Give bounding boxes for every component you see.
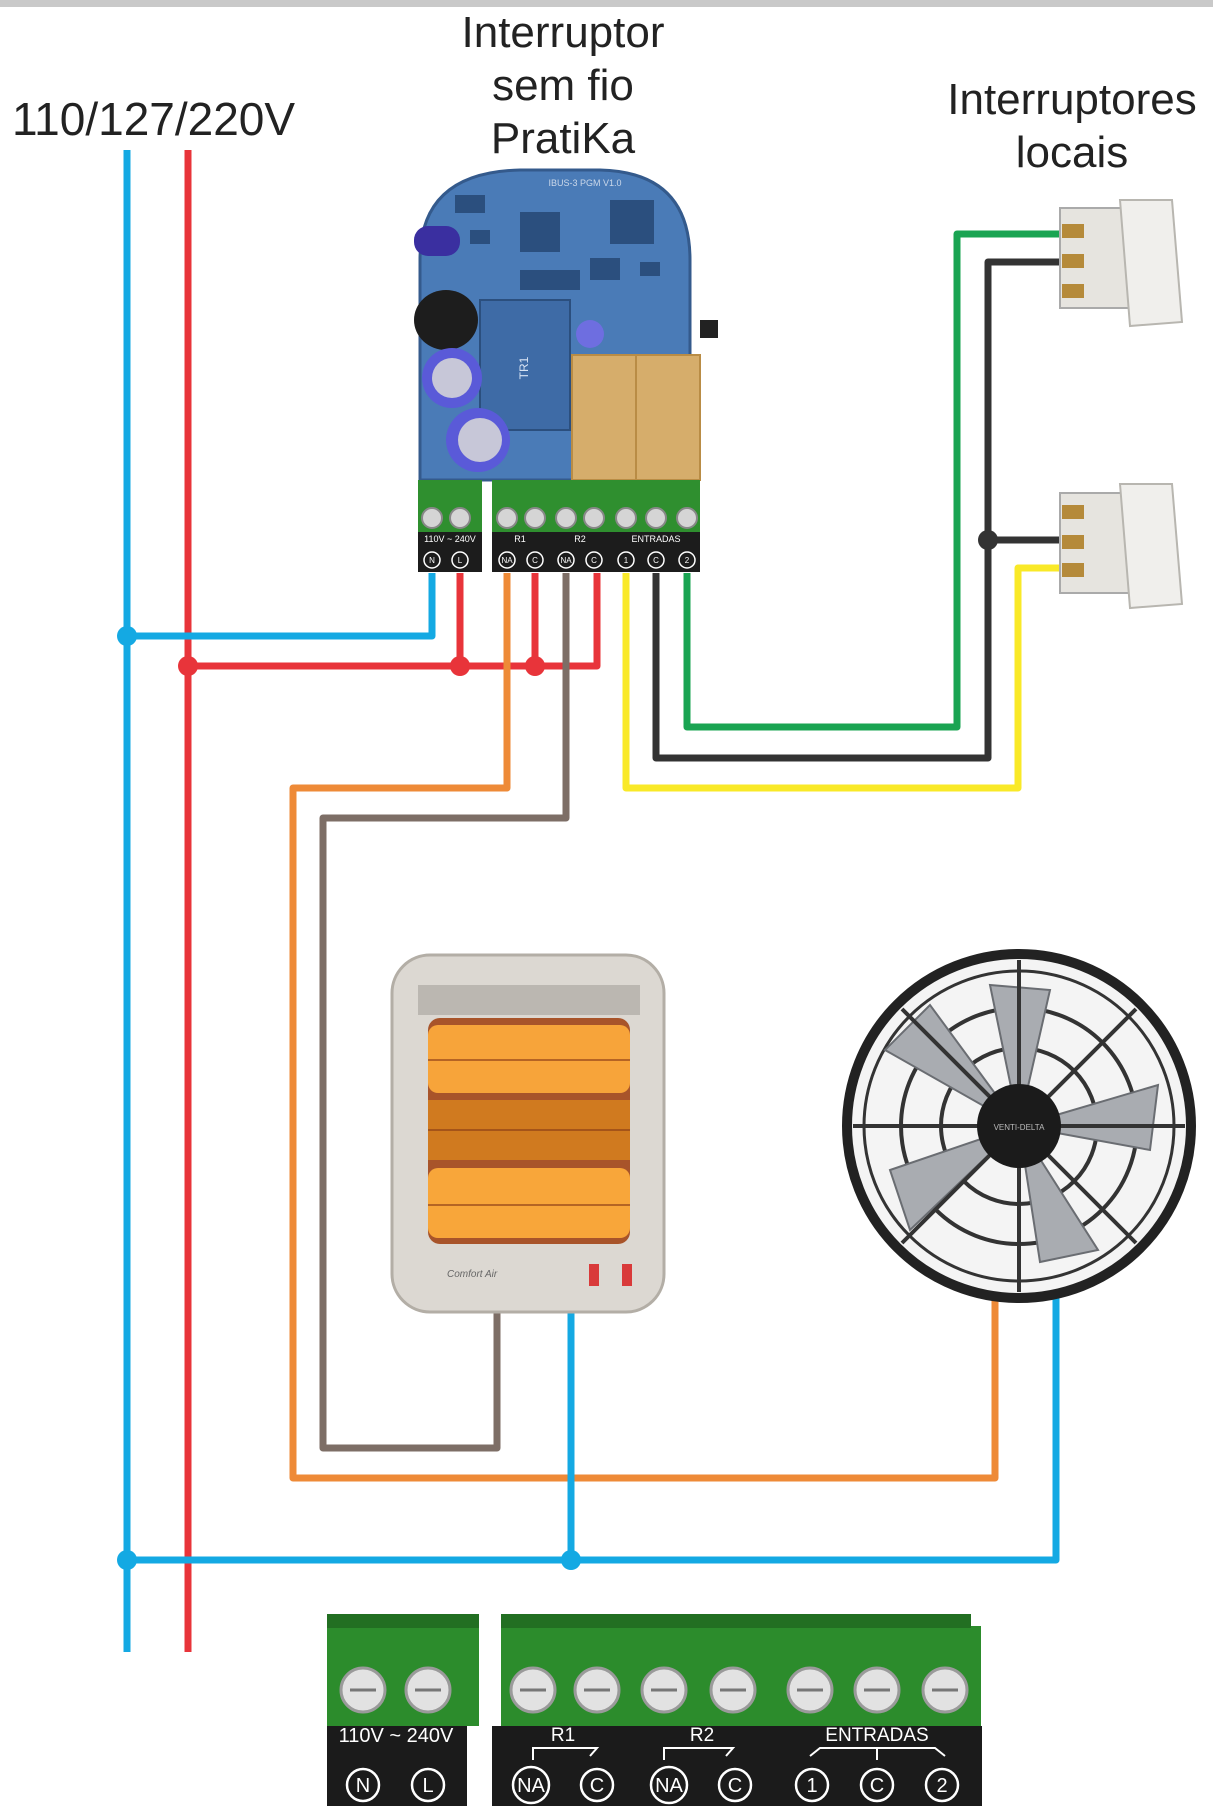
blue-capacitor — [414, 226, 460, 256]
pin-R1-C-label: C — [590, 1775, 604, 1797]
fan-hub — [977, 1084, 1061, 1168]
capacitor-3 — [576, 320, 604, 348]
enlarged-r1-label: R1 — [551, 1725, 575, 1746]
terminal-block-enlarged: 110V ~ 240V R1 R2 ENTRADAS N L NA C NA C… — [327, 1614, 982, 1806]
heater-brand-text: Comfort Air — [447, 1269, 498, 1280]
pin-L-label: L — [422, 1775, 433, 1797]
black-common-wire — [652, 258, 1062, 762]
device-r2-label: R2 — [574, 534, 586, 544]
relay-1 — [571, 354, 637, 481]
svg-text:C: C — [532, 556, 538, 565]
board-version-text: IBUS-3 PGM V1.0 — [548, 178, 621, 188]
device-inputs-label: ENTRADAS — [631, 534, 680, 544]
svg-text:1: 1 — [624, 556, 629, 565]
enlarged-power-label: 110V ~ 240V — [339, 1725, 454, 1747]
local-switches-label-line2: locais — [1016, 128, 1129, 177]
inductor — [414, 290, 478, 350]
heater: Comfort Air — [390, 953, 666, 1314]
wires — [123, 150, 1062, 1652]
heater-switch-1 — [589, 1264, 599, 1286]
pin-R2-NA-label: NA — [655, 1775, 683, 1797]
pin-input-1-label: 1 — [806, 1775, 817, 1797]
neutral-to-device-wire — [127, 573, 436, 640]
pin-R2-C-label: C — [728, 1775, 742, 1797]
green-input-wire — [683, 230, 1062, 731]
top-border — [0, 0, 1213, 7]
brown-load-wire — [319, 573, 570, 1452]
device-r1-label: R1 — [514, 534, 526, 544]
neutral-bottom-bus — [127, 1296, 1060, 1564]
orange-load-wire — [289, 573, 999, 1482]
live-to-device-wire — [188, 573, 601, 670]
pin-R1-NA-label: NA — [517, 1775, 545, 1797]
pin-N-label: N — [356, 1775, 370, 1797]
svg-text:NA: NA — [560, 556, 572, 565]
device-button — [700, 320, 718, 338]
enlarged-inputs-label: ENTRADAS — [825, 1725, 928, 1746]
tr1-label: TR1 — [517, 356, 531, 379]
svg-text:L: L — [458, 556, 463, 565]
relay-2 — [635, 354, 701, 481]
heater-switch-2 — [622, 1264, 632, 1286]
device-title-line1: Interruptor — [462, 8, 665, 57]
svg-text:2: 2 — [685, 556, 690, 565]
device-title-line2: sem fio — [492, 61, 634, 110]
device-title-line3: PratiKa — [491, 114, 636, 163]
pin-input-2-label: 2 — [936, 1775, 947, 1797]
junction-dots — [117, 530, 998, 1570]
local-switches-label-line1: Interruptores — [947, 75, 1196, 124]
device-power-terminal-label: 110V ~ 240V — [424, 534, 476, 544]
exhaust-fan: VENTI-DELTA — [842, 949, 1196, 1303]
svg-text:N: N — [429, 556, 435, 565]
svg-text:C: C — [653, 556, 659, 565]
svg-text:C: C — [591, 556, 597, 565]
pratika-device: TR1 IBUS-3 PGM V1.0 110V ~ 240V R1 R2 — [414, 168, 718, 572]
svg-text:NA: NA — [501, 556, 513, 565]
fan-hub-text: VENTI-DELTA — [994, 1123, 1045, 1132]
local-switch-top — [1059, 199, 1184, 328]
supply-voltage-label: 110/127/220V — [12, 93, 295, 145]
enlarged-io-label-area — [492, 1726, 982, 1806]
transformer-tr1 — [479, 299, 571, 431]
pin-input-C-label: C — [870, 1775, 884, 1797]
enlarged-r2-label: R2 — [690, 1725, 714, 1746]
local-switch-bottom — [1059, 483, 1184, 610]
yellow-input-wire — [622, 564, 1062, 792]
